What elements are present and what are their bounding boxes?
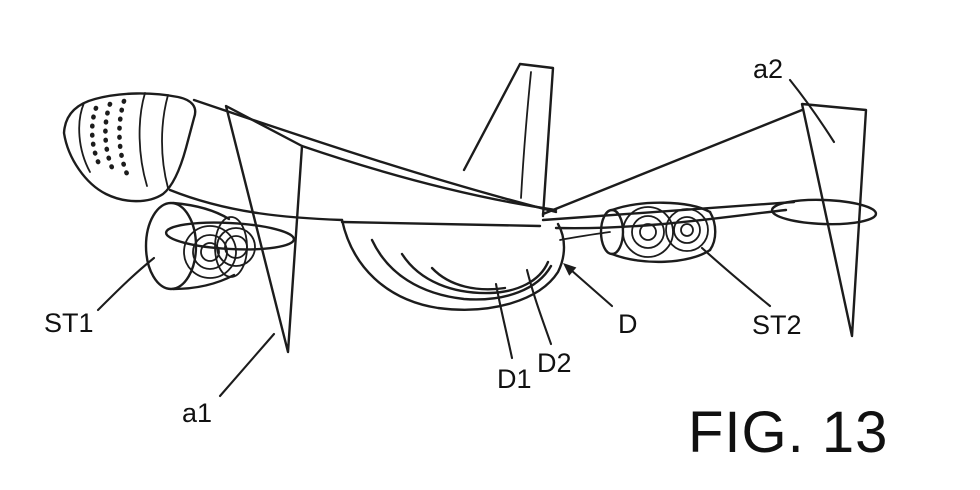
center-tail-fin [462, 62, 555, 218]
left-nacelle-top-cowl [171, 201, 231, 221]
label-d: D [618, 309, 638, 339]
right-fan-circle [631, 215, 665, 249]
figure-title: FIG. 13 [688, 400, 888, 465]
right-fan-circle [622, 206, 674, 258]
right-fan-circle [680, 223, 694, 237]
nose-ring-line [138, 92, 148, 187]
cockpit-dot-row [117, 98, 130, 177]
wing-lower-edge [554, 208, 788, 230]
leader-a1 [218, 332, 276, 398]
leader-d1 [494, 282, 514, 360]
left-fan-circle [224, 235, 248, 259]
label-st1: ST1 [44, 308, 94, 338]
right-nacelle-rear [708, 210, 717, 252]
right-nacelle-bottom-cowl [610, 248, 712, 264]
leader-d2 [525, 268, 553, 346]
leader-st1 [96, 256, 156, 312]
left-tail-assembly [164, 104, 304, 354]
right-fan-circle [665, 208, 709, 252]
left-fan-circle [200, 242, 220, 262]
left-engine-nacelle [144, 201, 256, 291]
arrowhead-d [563, 263, 577, 276]
reference-labels: ST1 a1 D1 D2 D ST2 a2 FIG. 13 [44, 54, 888, 465]
belly-outer-duct [340, 218, 566, 311]
nose-outline [62, 92, 197, 203]
nose-ring-line [78, 102, 91, 173]
center-fin-inner-line [520, 71, 532, 199]
wing [300, 108, 804, 230]
label-d1: D1 [497, 364, 532, 394]
label-a1: a1 [182, 398, 212, 428]
left-fan-circle [192, 234, 228, 270]
right-nacelle-top-cowl [610, 201, 712, 214]
fuselage [168, 98, 558, 222]
wing-root-line [340, 220, 542, 228]
belly-duct-d2 [400, 252, 550, 295]
cockpit-dot-row [103, 101, 116, 173]
left-tailplane [164, 221, 296, 251]
wing-leading-edge [300, 144, 558, 212]
cockpit-dot-row [89, 105, 102, 167]
label-a2: a2 [753, 54, 783, 84]
leader-lines [96, 78, 836, 398]
engine-pylon-line [559, 231, 611, 241]
fuselage-belly-edge [168, 188, 344, 222]
label-d2: D2 [537, 348, 572, 378]
belly-mid-duct [370, 238, 553, 301]
right-fan-circle [673, 216, 701, 244]
left-fan-circle [183, 225, 237, 279]
right-engine-nacelle [559, 201, 717, 264]
left-fin [224, 104, 304, 354]
right-tail-assembly [770, 102, 878, 338]
leader-d-arrow [563, 263, 614, 308]
nose-ring-line [161, 94, 169, 189]
leader-st2 [700, 246, 772, 308]
center-fin-outline [462, 62, 555, 218]
label-st2: ST2 [752, 310, 802, 340]
right-fin [800, 102, 868, 338]
right-tailplane [770, 198, 878, 226]
left-nacelle-inlet [144, 201, 198, 291]
aircraft-drawing [62, 62, 878, 354]
left-fan-circle [216, 227, 256, 267]
nose-section [62, 92, 197, 203]
right-fan-circle [639, 223, 657, 241]
leader-d-line [569, 268, 614, 308]
leader-a2 [788, 78, 836, 144]
wing-trailing-edge [541, 200, 796, 222]
wing-to-right-fin-top [541, 108, 804, 216]
fuselage-top-edge [192, 98, 558, 214]
belly-ducts [340, 218, 566, 311]
